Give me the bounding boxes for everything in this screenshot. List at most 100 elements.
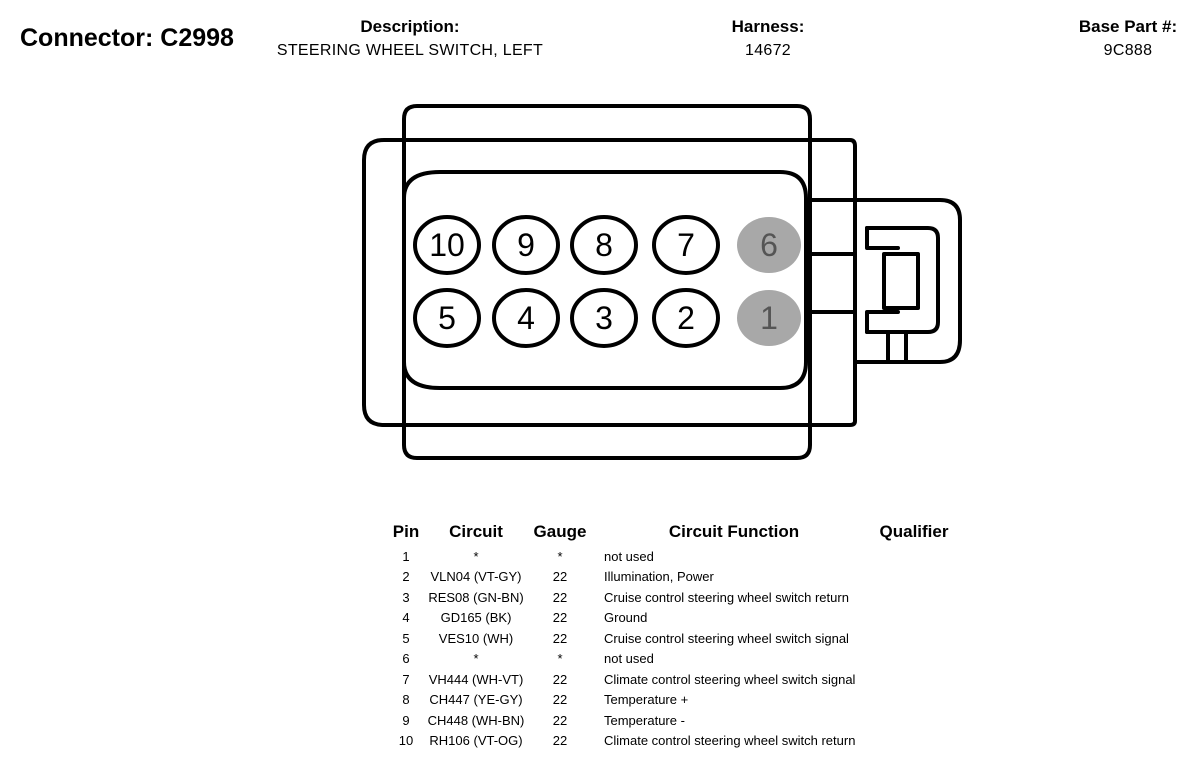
cell-qualifier [874, 710, 954, 731]
col-header-circuit: Circuit [449, 522, 503, 541]
table-row: 1 * * not used [386, 546, 954, 567]
cell-function: Cruise control steering wheel switch ret… [604, 589, 849, 605]
pin-circle [652, 215, 720, 275]
pin-cavity [402, 170, 808, 390]
cell-gauge: 22 [552, 589, 568, 605]
pin-number-label: 9 [517, 227, 535, 263]
cell-pin: 7 [402, 671, 410, 687]
latch-stem [886, 330, 908, 364]
pin-number-label: 10 [429, 227, 465, 263]
cell-circuit: CH447 (YE-GY) [429, 692, 523, 708]
pin-number-label: 2 [677, 300, 695, 336]
table-row: 5 VES10 (WH) 22 Cruise control steering whe… [386, 628, 954, 649]
pin-number-label: 4 [517, 300, 535, 336]
base-part-label: Base Part #: [1078, 17, 1178, 36]
cell-gauge: 22 [552, 671, 568, 687]
pin-number-label: 8 [595, 227, 613, 263]
cell-function: not used [604, 651, 654, 667]
pin-number-label: 6 [760, 227, 778, 263]
pin-8: 8 [570, 215, 638, 275]
cell-qualifier [874, 669, 954, 690]
harness-label: Harness: [731, 17, 805, 36]
cell-pin: 6 [402, 651, 410, 667]
cell-qualifier [874, 567, 954, 588]
cell-pin: 1 [402, 548, 410, 564]
cell-circuit: VLN04 (VT-GY) [430, 569, 522, 585]
cell-circuit: VES10 (WH) [438, 630, 514, 646]
latch-housing [808, 198, 962, 364]
latch-button [882, 252, 920, 310]
cell-pin: 8 [402, 692, 410, 708]
cell-qualifier [874, 587, 954, 608]
cell-circuit: RES08 (GN-BN) [428, 589, 524, 605]
pin-circle [652, 288, 720, 348]
cell-qualifier [874, 546, 954, 567]
harness-value: 14672 [745, 42, 791, 59]
table-row: 6 * * not used [386, 649, 954, 670]
pin-3: 3 [570, 288, 638, 348]
pin-9: 9 [492, 215, 560, 275]
connector-title: Connector: C2998 [20, 24, 234, 52]
pin-number-label: 1 [760, 300, 778, 336]
latch-arm [865, 226, 940, 334]
pin-6: 6 [737, 217, 801, 273]
pin-circle [570, 288, 638, 348]
cell-pin: 5 [402, 630, 410, 646]
cell-circuit: * [473, 548, 479, 564]
cell-gauge: * [557, 548, 563, 564]
base-part-value: 9C888 [1103, 42, 1153, 59]
cell-pin: 4 [402, 610, 410, 626]
cell-qualifier [874, 628, 954, 649]
cell-circuit: CH448 (WH-BN) [427, 712, 525, 728]
pin-4: 4 [492, 288, 560, 348]
cell-qualifier [874, 731, 954, 752]
pin-1: 1 [737, 290, 801, 346]
cell-function: Temperature - [604, 712, 685, 728]
pin-number-label: 7 [677, 227, 695, 263]
cell-function: Climate control steering wheel switch si… [604, 671, 856, 687]
col-header-qualifier: Qualifier [879, 522, 949, 541]
cell-gauge: 22 [552, 712, 568, 728]
pin-5: 5 [413, 288, 481, 348]
pin-table: Pin Circuit Gauge Circuit Function Quali… [386, 518, 954, 751]
cell-function: Cruise control steering wheel switch sig… [604, 630, 849, 646]
cell-gauge: 22 [552, 569, 568, 585]
housing-outer [362, 138, 857, 427]
cell-circuit: * [473, 651, 479, 667]
cell-circuit: RH106 (VT-OG) [429, 733, 523, 749]
cell-gauge: * [557, 651, 563, 667]
connector-face-diagram: 10 9 8 7 6 5 4 3 2 1 [362, 104, 962, 460]
latch-tab-upper [865, 226, 900, 250]
table-row: 10 RH106 (VT-OG) 22 Climate control steerin… [386, 731, 954, 752]
harness-block: Harness: 14672 [700, 16, 836, 64]
pin-circle [413, 288, 481, 348]
cell-pin: 9 [402, 712, 410, 728]
col-header-gauge: Gauge [533, 522, 587, 541]
table-row: 9 CH448 (WH-BN) 22 Temperature - [386, 710, 954, 731]
cell-gauge: 22 [552, 630, 568, 646]
cell-qualifier [874, 608, 954, 629]
pin-10: 10 [413, 215, 481, 275]
cell-function: Climate control steering wheel switch re… [604, 733, 856, 749]
pin-number-label: 5 [438, 300, 456, 336]
cell-qualifier [874, 649, 954, 670]
pin-number-label: 3 [595, 300, 613, 336]
housing-body [402, 104, 812, 460]
latch-tab-lower [865, 310, 900, 334]
cell-qualifier [874, 690, 954, 711]
pin-circle [492, 288, 560, 348]
cell-gauge: 22 [552, 692, 568, 708]
cell-pin: 10 [398, 733, 414, 749]
cell-gauge: 22 [552, 733, 568, 749]
cell-circuit: GD165 (BK) [440, 610, 512, 626]
base-part-block: Base Part #: 9C888 [1060, 16, 1196, 64]
latch-notch [808, 252, 857, 314]
cell-pin: 2 [402, 569, 410, 585]
pins-layer: 10 9 8 7 6 5 4 3 2 1 [413, 215, 801, 348]
cell-function: not used [604, 548, 654, 564]
description-block: Description: STEERING WHEEL SWITCH, LEFT [260, 16, 560, 64]
